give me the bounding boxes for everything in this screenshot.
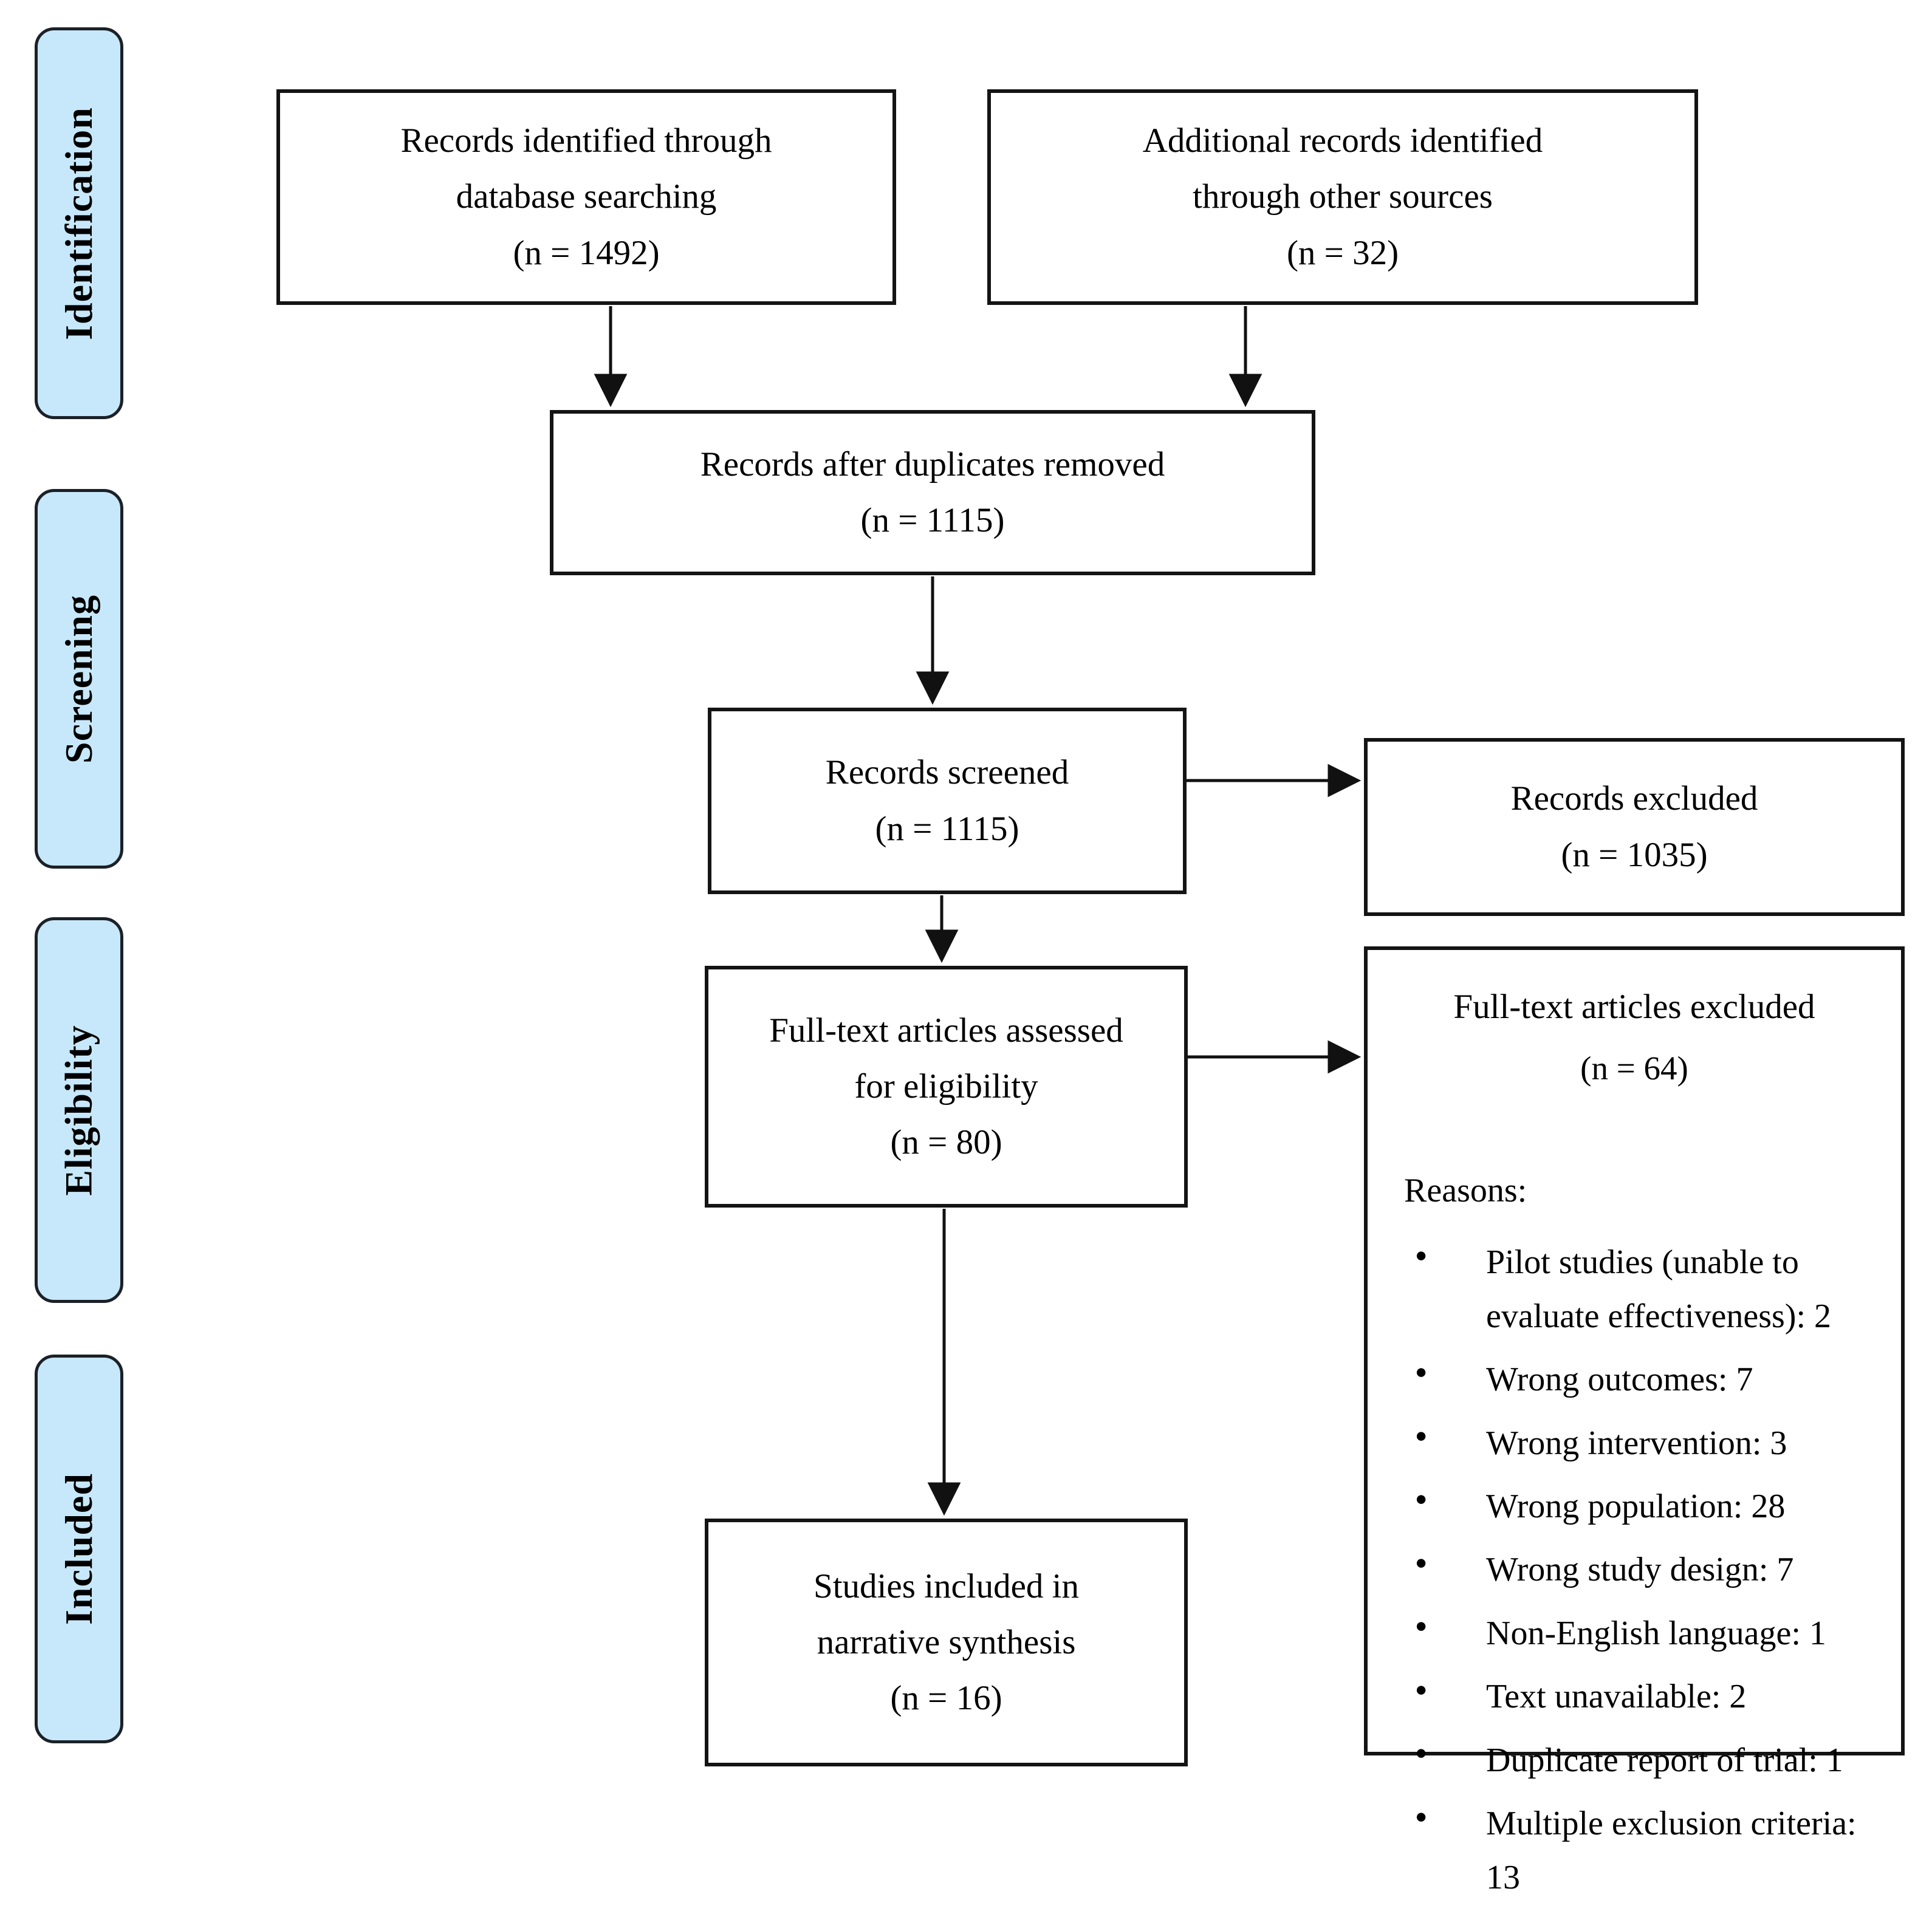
box-fulltext-assessed-text: Full-text articles assessed for eligibil… — [769, 1011, 1123, 1106]
box-fulltext-excluded-count: (n = 64) — [1580, 1050, 1688, 1087]
stage-screening-label: Screening — [57, 594, 100, 764]
stage-included-label: Included — [57, 1473, 100, 1625]
box-fulltext-excluded: Full-text articles excluded (n = 64) Rea… — [1364, 946, 1905, 1896]
box-additional-records-count: (n = 32) — [1286, 233, 1399, 272]
box-records-excluded: Records excluded (n = 1035) — [1364, 738, 1905, 916]
reason-item: Duplicate report of trial: 1 — [1404, 1734, 1865, 1787]
reason-item: Pilot studies (unable to evaluate effect… — [1404, 1236, 1865, 1343]
box-records-screened-count: (n = 1115) — [875, 809, 1019, 848]
box-duplicates-removed-count: (n = 1115) — [860, 501, 1005, 539]
box-studies-included: Studies included in narrative synthesis … — [705, 1519, 1188, 1766]
stage-identification: Identification — [35, 27, 123, 419]
box-records-screened: Records screened (n = 1115) — [708, 708, 1187, 894]
box-duplicates-removed-text: Records after duplicates removed — [700, 445, 1165, 484]
box-additional-records: Additional records identified through ot… — [987, 89, 1698, 305]
prisma-flow-diagram: Identification Screening Eligibility Inc… — [0, 0, 1932, 1783]
reason-item: Wrong outcomes: 7 — [1404, 1353, 1865, 1406]
reason-item: Wrong study design: 7 — [1404, 1543, 1865, 1596]
stage-eligibility: Eligibility — [35, 917, 123, 1303]
reasons-list: Pilot studies (unable to evaluate effect… — [1404, 1236, 1865, 1914]
box-records-screened-text: Records screened — [825, 753, 1069, 792]
reasons-label: Reasons: — [1404, 1172, 1527, 1210]
box-records-excluded-count: (n = 1035) — [1561, 835, 1708, 874]
reason-item: Multiple exclusion criteria: 13 — [1404, 1797, 1865, 1904]
reason-item: Text unavailable: 2 — [1404, 1670, 1865, 1723]
reason-item: Non-English language: 1 — [1404, 1607, 1865, 1660]
box-fulltext-assessed: Full-text articles assessed for eligibil… — [705, 966, 1188, 1208]
box-records-identified-count: (n = 1492) — [513, 233, 660, 272]
reason-item: Wrong intervention: 3 — [1404, 1417, 1865, 1470]
box-records-excluded-text: Records excluded — [1510, 779, 1758, 818]
box-additional-records-text: Additional records identified through ot… — [1142, 121, 1543, 216]
box-fulltext-assessed-count: (n = 80) — [890, 1123, 1002, 1162]
stage-screening: Screening — [35, 489, 123, 869]
box-records-identified-text: Records identified through database sear… — [400, 121, 772, 216]
stage-identification-label: Identification — [57, 106, 100, 340]
stage-eligibility-label: Eligibility — [57, 1024, 100, 1196]
reason-item: Wrong population: 28 — [1404, 1480, 1865, 1533]
box-studies-included-count: (n = 16) — [890, 1679, 1002, 1718]
box-duplicates-removed: Records after duplicates removed (n = 11… — [550, 410, 1315, 575]
box-studies-included-text: Studies included in narrative synthesis — [814, 1567, 1079, 1661]
box-records-identified: Records identified through database sear… — [276, 89, 896, 305]
box-fulltext-excluded-title: Full-text articles excluded — [1453, 988, 1815, 1026]
stage-included: Included — [35, 1355, 123, 1743]
